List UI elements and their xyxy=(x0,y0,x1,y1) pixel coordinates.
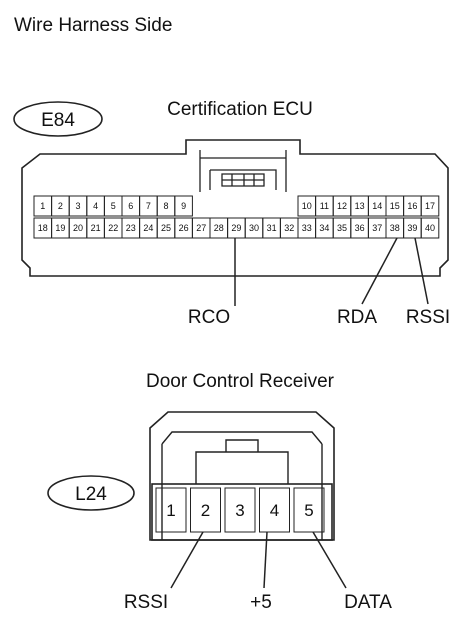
e84-id: E84 xyxy=(41,110,75,131)
e84-pin-39: 39 xyxy=(407,223,417,233)
l24-pin-3: 3 xyxy=(235,501,244,520)
e84-pin-3: 3 xyxy=(75,201,80,211)
e84-pin-16: 16 xyxy=(407,201,417,211)
e84-pin-17-cell xyxy=(420,195,440,217)
l24-pin-5-cell xyxy=(293,487,325,533)
e84-pin-29: 29 xyxy=(231,223,241,233)
l24-pin-4: 4 xyxy=(270,501,279,520)
e84-pin-40-cell xyxy=(420,217,440,239)
e84-pin-27: 27 xyxy=(196,223,206,233)
rssi-l24-label: RSSI xyxy=(124,592,168,613)
l24-id-ellipse xyxy=(47,475,135,511)
e84-pin-22: 22 xyxy=(108,223,118,233)
e84-pin-5: 5 xyxy=(111,201,116,211)
l24-pin-2: 2 xyxy=(201,501,210,520)
e84-pin-15: 15 xyxy=(390,201,400,211)
e84-pin-25: 25 xyxy=(161,223,171,233)
rssi-e84-leader xyxy=(414,237,429,305)
e84-title: Certification ECU xyxy=(167,99,313,120)
rssi-l24-leader xyxy=(170,531,204,589)
l24-pin-1-cell xyxy=(155,487,187,533)
e84-pin-1: 1 xyxy=(40,201,45,211)
e84-pin-31: 31 xyxy=(267,223,277,233)
e84-pin-8: 8 xyxy=(163,201,168,211)
e84-pin-36: 36 xyxy=(355,223,365,233)
l24-pin-4-cell xyxy=(259,487,290,533)
e84-pin-30: 30 xyxy=(249,223,259,233)
rda-label: RDA xyxy=(337,307,377,328)
e84-pin-7: 7 xyxy=(146,201,151,211)
e84-pin-9: 9 xyxy=(181,201,186,211)
e84-pin-26: 26 xyxy=(179,223,189,233)
plus5-label: +5 xyxy=(250,592,272,613)
e84-pin-17: 17 xyxy=(425,201,435,211)
data-label: DATA xyxy=(344,592,392,613)
page-title: Wire Harness Side xyxy=(14,15,172,36)
e84-housing xyxy=(21,139,449,277)
e84-id-ellipse xyxy=(13,101,103,137)
e84-pin-14: 14 xyxy=(372,201,382,211)
plus5-leader xyxy=(263,531,268,589)
rssi-e84-label: RSSI xyxy=(406,307,450,328)
e84-pin-34: 34 xyxy=(319,223,329,233)
e84-pin-24: 24 xyxy=(143,223,153,233)
e84-pin-21: 21 xyxy=(91,223,101,233)
l24-pin-1: 1 xyxy=(166,501,175,520)
e84-pin-28: 28 xyxy=(214,223,224,233)
rda-leader xyxy=(361,237,398,305)
l24-title: Door Control Receiver xyxy=(146,371,335,392)
l24-pin-2-cell xyxy=(190,487,221,533)
e84-pin-32: 32 xyxy=(284,223,294,233)
e84-pin-6: 6 xyxy=(128,201,133,211)
l24-latch xyxy=(195,439,289,484)
e84-row2: 18 19 20 21 22 23 24 25 26 27 28 29 30 31 32 33 34 35 36 37… xyxy=(33,217,440,239)
e84-latch xyxy=(199,150,287,192)
l24-pin-3-cell xyxy=(224,487,256,533)
e84-pin-10: 10 xyxy=(302,201,312,211)
e84-pin-20: 20 xyxy=(73,223,83,233)
l24-pin-frame xyxy=(151,483,333,541)
e84-pin-23: 23 xyxy=(126,223,136,233)
l24-inner-frame xyxy=(161,431,323,540)
l24-pin-5: 5 xyxy=(304,501,313,520)
e84-pin-11: 11 xyxy=(320,201,329,211)
data-leader xyxy=(312,531,347,589)
e84-pin-35: 35 xyxy=(337,223,347,233)
l24-id: L24 xyxy=(75,484,107,505)
e84-pin-37: 37 xyxy=(372,223,382,233)
e84-pin-33: 33 xyxy=(302,223,312,233)
e84-pin-13: 13 xyxy=(355,201,365,211)
e84-pin-40: 40 xyxy=(425,223,435,233)
e84-pin-2: 2 xyxy=(58,201,63,211)
e84-pin-19: 19 xyxy=(55,223,65,233)
l24-housing xyxy=(149,411,335,541)
l24-pins: 1 2 3 4 5 xyxy=(155,487,325,533)
e84-pin-18: 18 xyxy=(38,223,48,233)
e84-pin-12: 12 xyxy=(337,201,347,211)
e84-pin-4: 4 xyxy=(93,201,98,211)
e84-pin-9-cell xyxy=(174,195,193,217)
e84-pin-38: 38 xyxy=(390,223,400,233)
rco-label: RCO xyxy=(188,307,230,328)
